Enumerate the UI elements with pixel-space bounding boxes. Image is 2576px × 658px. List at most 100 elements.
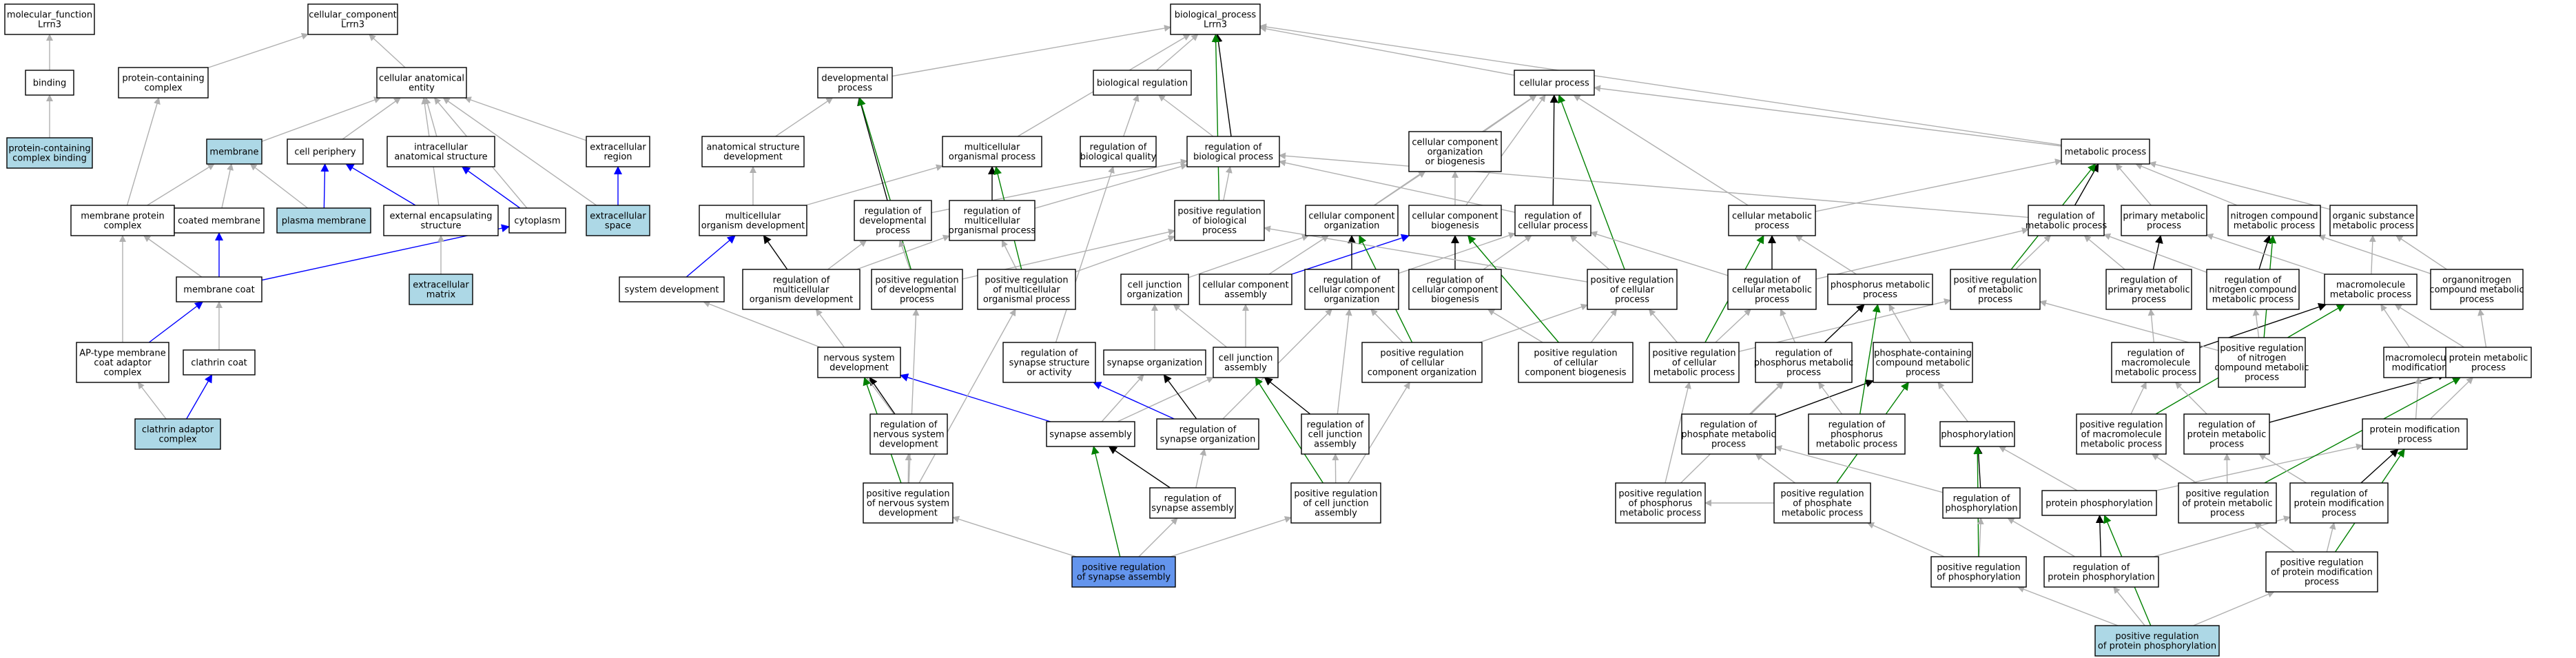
go-term-node-metabolic-process[interactable]: metabolic process: [2061, 138, 2150, 165]
go-term-node-clathrin-coat[interactable]: clathrin coat: [183, 349, 256, 376]
go-term-node-system-dev[interactable]: system development: [619, 276, 725, 302]
go-term-node-cellular-process[interactable]: cellular process: [1514, 70, 1595, 96]
go-term-node-synapse-assembly[interactable]: synapse assembly: [1046, 421, 1135, 447]
edge-cc_assembly-to-cco: [1268, 235, 1329, 275]
go-term-node-bio-reg[interactable]: biological regulation: [1093, 70, 1192, 96]
go-term-node-cytoplasm[interactable]: cytoplasm: [508, 207, 566, 234]
go-term-node-protein-phosphorylation[interactable]: protein phosphorylation: [2041, 490, 2157, 516]
go-term-node-synapse-org[interactable]: synapse organization: [1103, 349, 1206, 376]
go-term-node-membrane-coat[interactable]: membrane coat: [176, 276, 262, 302]
node-box: [1156, 418, 1259, 450]
go-term-node-plasma-membrane[interactable]: plasma membrane: [276, 207, 371, 234]
edge-oncmp-to-osmp: [2395, 235, 2447, 270]
node-box: [1408, 269, 1502, 310]
go-term-node-binding[interactable]: binding: [25, 70, 74, 96]
go-term-node-coated-membrane[interactable]: coated membrane: [174, 207, 265, 234]
go-term-node-membrane[interactable]: membrane: [206, 138, 262, 165]
go-term-node-phosphorylation[interactable]: phosphorylation: [1939, 421, 2015, 447]
go-term-node-cell-periphery[interactable]: cell periphery: [287, 138, 364, 165]
